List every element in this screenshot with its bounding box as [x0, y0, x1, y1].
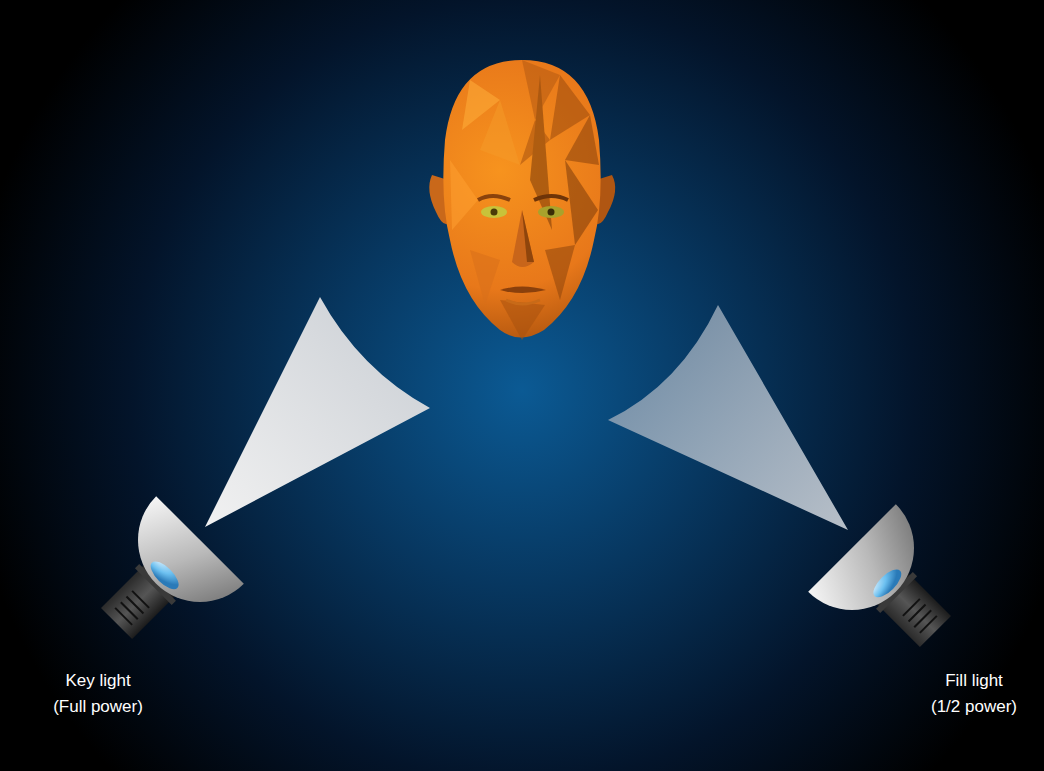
key-light-lamp — [73, 496, 244, 667]
power-note: (1/2 power) — [931, 697, 1017, 717]
head-figure — [429, 60, 615, 340]
light-name: Key light — [65, 671, 130, 691]
fill-light-lamp — [808, 504, 979, 675]
power-note: (Full power) — [53, 697, 143, 717]
light-name: Fill light — [945, 671, 1003, 691]
